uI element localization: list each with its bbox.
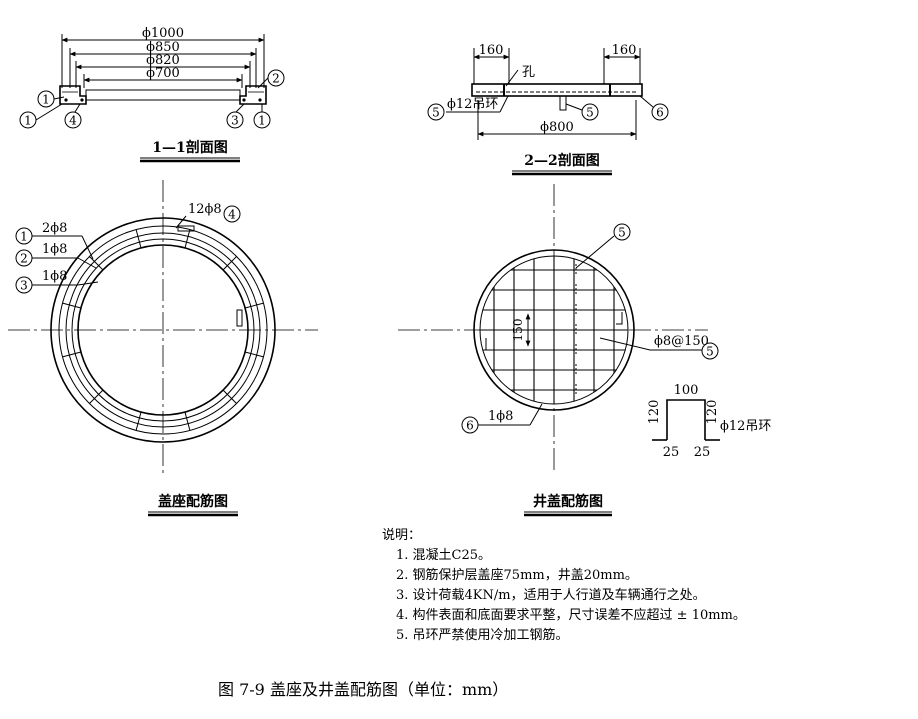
stirrup-tie — [184, 411, 191, 431]
seat-plan: 12ϕ8 4 1 2ϕ8 1ϕ8 2 1ϕ8 3 盖座配筋图 — [8, 180, 318, 517]
stirrup-tie — [62, 351, 82, 358]
notes-heading: 说明： — [382, 528, 422, 543]
cover-outer-edge — [473, 249, 635, 411]
cover-outline — [85, 89, 241, 101]
lifting-ring-detail: 100 120 120 25 25 ϕ12吊环 — [647, 383, 771, 460]
rebar-label-1phi8-a: 1ϕ8 — [42, 242, 67, 257]
hole-label: 孔 — [522, 65, 535, 80]
dim-850: ϕ850 — [146, 40, 180, 55]
stirrup-tie — [184, 229, 191, 249]
dim-160-left: 160 — [479, 43, 504, 58]
stirrup-tie — [222, 389, 237, 404]
seat-inner-edge — [77, 244, 249, 416]
rebar-label-1phi8-b: 1ϕ8 — [42, 269, 67, 284]
seat-callout-3: 3 — [20, 279, 28, 293]
ring-dim-120-left: 120 — [647, 400, 662, 425]
section-1-1: ϕ1000 ϕ850 ϕ820 ϕ700 1 1 4 2 3 1 1—1剖面图 — [19, 26, 285, 163]
cover-slab — [471, 83, 643, 97]
seat-plan-title: 盖座配筋图 — [158, 493, 228, 510]
stirrup-tie — [244, 302, 264, 309]
rebar-ring-3 — [71, 238, 255, 422]
cover-callout-5-right: 5 — [706, 345, 714, 359]
dim-800: ϕ800 — [540, 120, 574, 135]
cover-plan: 150 5 ϕ8@150 5 6 1ϕ8 井盖配筋图 — [398, 184, 719, 517]
note-item: 5. 吊环严禁使用冷加工钢筋。 — [396, 628, 569, 643]
lifting-ring — [559, 96, 567, 111]
callout-4: 4 — [69, 114, 77, 128]
ring-dim-25-right: 25 — [694, 445, 711, 460]
stirrup-tie — [222, 256, 237, 271]
callout-circle — [37, 90, 55, 108]
ring-detail-label: ϕ12吊环 — [720, 419, 771, 434]
seat-callout-2: 2 — [20, 252, 28, 266]
stirrup-tie — [89, 389, 104, 404]
ring-dim-120-right: 120 — [705, 400, 720, 425]
callout-1-lower: 1 — [24, 114, 32, 128]
cover-callout-5-top: 5 — [618, 226, 626, 240]
stirrup-tie — [244, 351, 264, 358]
dim-700: ϕ700 — [146, 66, 180, 81]
stirrup-tie — [135, 229, 142, 249]
rebar-label-12phi8: 12ϕ8 — [188, 202, 222, 217]
ring-label: ϕ12吊环 — [447, 97, 498, 112]
note-item: 3. 设计荷载4KN/m，适用于人行道及车辆通行之处。 — [396, 588, 706, 603]
dim-1000: ϕ1000 — [142, 26, 184, 41]
mesh-label: ϕ8@150 — [654, 334, 709, 349]
ring-dim-100: 100 — [674, 383, 699, 398]
callout-5-center: 5 — [586, 106, 594, 120]
rebar-label-2phi8: 2ϕ8 — [42, 221, 67, 236]
stirrup-tie — [135, 411, 142, 431]
callout-5-left: 5 — [432, 106, 440, 120]
section-2-2: 160 160 孔 ϕ800 5 ϕ12吊环 5 6 2—2剖面图 — [427, 43, 669, 176]
cover-plan-title: 井盖配筋图 — [533, 493, 603, 510]
callout-2: 2 — [272, 72, 280, 86]
stirrup-tie — [89, 256, 104, 271]
seat-callout-1: 1 — [20, 230, 28, 244]
callout-1-upper: 1 — [42, 93, 50, 107]
rebar-ring-1 — [58, 225, 268, 435]
callout-3: 3 — [231, 114, 239, 128]
cover-callout-6: 6 — [466, 419, 474, 433]
ring-shape — [666, 399, 706, 440]
seat-outer-edge — [50, 217, 276, 443]
section-1-1-title: 1—1剖面图 — [152, 139, 227, 156]
note-item: 2. 钢筋保护层盖座75mm，井盖20mm。 — [396, 568, 638, 583]
callout-6: 6 — [656, 106, 664, 120]
seat-callout-4: 4 — [228, 208, 236, 222]
rebar-ring-2 — [65, 232, 261, 428]
ring-bar-label: 1ϕ8 — [488, 409, 513, 424]
dim-150: 150 — [511, 319, 525, 342]
seat-notch — [177, 225, 195, 232]
dim-820: ϕ820 — [146, 53, 180, 68]
rebar-mesh — [480, 256, 628, 404]
figure-caption: 图 7-9 盖座及井盖配筋图（单位：mm） — [218, 680, 509, 699]
section-2-2-title: 2—2剖面图 — [524, 152, 599, 169]
stirrup-tie — [62, 302, 82, 309]
stirrup-ties — [62, 229, 264, 431]
note-item: 1. 混凝土C25。 — [396, 548, 492, 563]
notes-block: 说明： 1. 混凝土C25。 2. 钢筋保护层盖座75mm，井盖20mm。 3.… — [382, 526, 746, 646]
note-item: 4. 构件表面和底面要求平整，尺寸误差不应超过 ± 10mm。 — [396, 608, 746, 623]
callout-1-right: 1 — [258, 114, 266, 128]
dim-160-right: 160 — [612, 43, 637, 58]
ring-dim-25-left: 25 — [663, 445, 680, 460]
